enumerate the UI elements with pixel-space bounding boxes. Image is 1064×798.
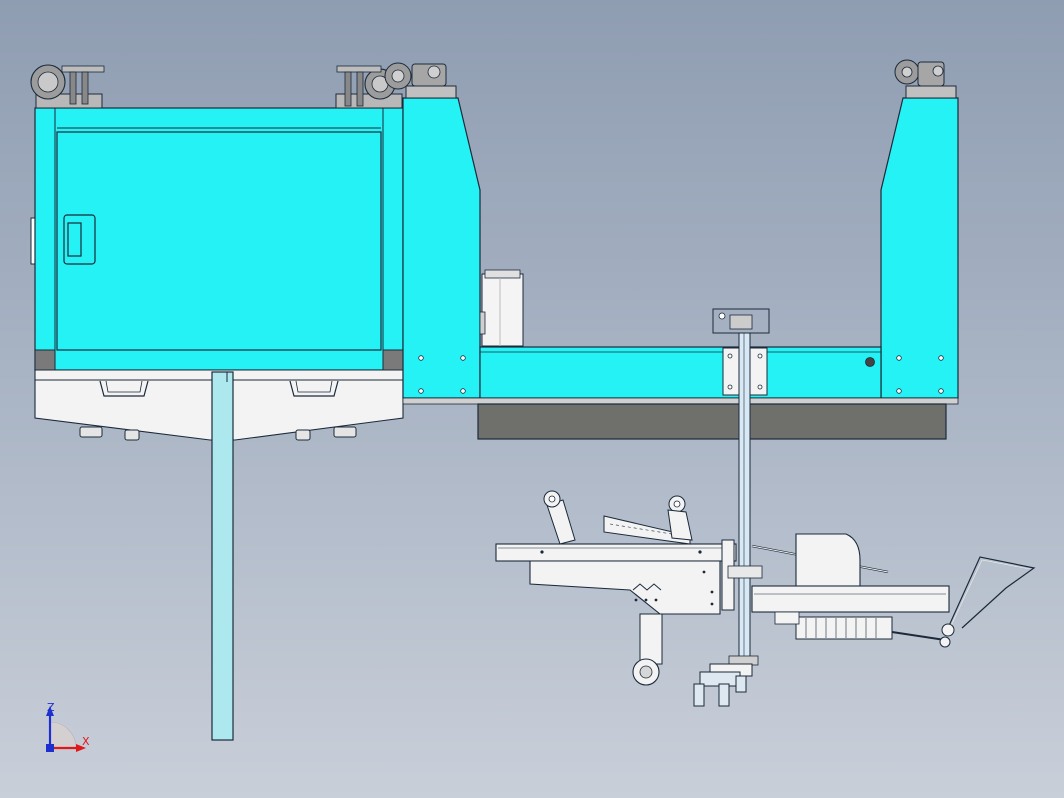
caster-wheel-icon [384, 62, 457, 99]
beam-knob [865, 357, 875, 367]
caster-wheel-icon [894, 59, 957, 99]
triad-z-label: Z [47, 701, 55, 714]
left-cabinet [30, 107, 404, 741]
cabinet-door[interactable] [56, 131, 382, 351]
leveling-feet [79, 426, 357, 441]
folding-mechanism [495, 490, 1036, 707]
door-handle-icon[interactable] [63, 214, 96, 265]
vertical-shaft [712, 308, 770, 666]
frame-column-left [402, 97, 481, 399]
axis-triad-icon[interactable]: Z X [46, 701, 90, 752]
base-block [477, 403, 947, 440]
frame-beam [479, 346, 882, 399]
caster-wheel-icon [335, 65, 403, 109]
triad-x-label: X [82, 735, 90, 748]
support-post [211, 371, 234, 741]
triad-y-plane [49, 721, 77, 749]
caster-wheel-icon [30, 64, 105, 109]
casing-handle-left [99, 380, 149, 397]
motor-unit [479, 269, 524, 347]
frame-column-right [880, 97, 959, 399]
frame-bolts [418, 355, 944, 394]
main-frame [402, 97, 959, 440]
casing-handle-right [289, 380, 339, 397]
